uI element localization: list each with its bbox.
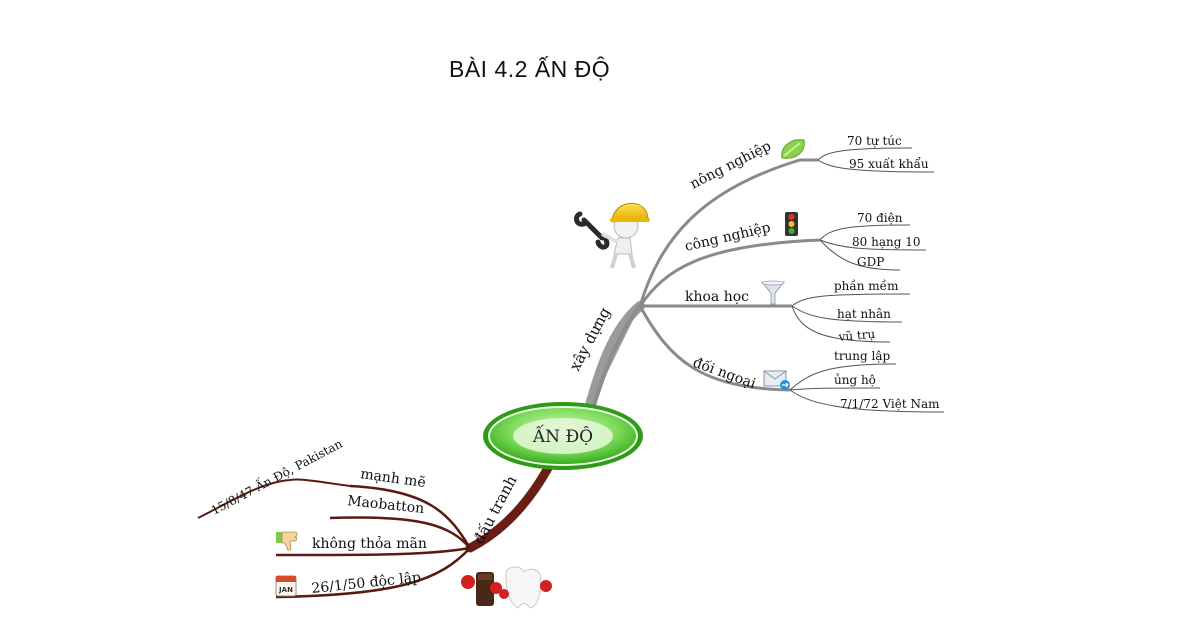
leaf-label: 70 điện xyxy=(857,211,903,225)
branch-dau-tranh-line xyxy=(465,463,553,553)
leaf-label: GDP xyxy=(857,255,884,269)
thumbs-down-icon xyxy=(276,531,298,551)
branch-doi-ngoai-line xyxy=(638,305,791,392)
branch-cong-nghiep-line xyxy=(638,238,821,307)
envelope-icon xyxy=(763,370,790,390)
leaf-label: 15/8/47 Ấn Độ, Pakistan xyxy=(207,434,345,518)
leaf-label: 95 xuất khẩu xyxy=(849,156,929,171)
page-title: BÀI 4.2 ẤN ĐỘ xyxy=(449,56,611,82)
boxing-figures-icon xyxy=(461,566,552,609)
worker-figure-icon xyxy=(574,202,650,269)
branch-doi-ngoai-label: đối ngoại xyxy=(691,354,759,393)
branch-khoa-hoc-label: khoa học xyxy=(685,289,749,305)
leaf-label: hạt nhân xyxy=(837,307,891,321)
leaf-label: vũ trụ xyxy=(837,327,876,344)
leaf-label: 26/1/50 độc lập xyxy=(311,570,422,597)
center-node[interactable]: ẤN ĐỘ xyxy=(483,402,643,470)
leaf-label: phần mềm xyxy=(834,278,899,293)
leaf-label: ủng hộ xyxy=(834,373,876,387)
leaf-label: 7/1/72 Việt Nam xyxy=(840,397,940,411)
branch-nong-nghiep-label: nông nghiệp xyxy=(688,138,774,192)
leaf-label: 80 hạng 10 xyxy=(852,235,920,249)
leaf-label: 70 tự túc xyxy=(847,134,902,148)
leaf-label: trung lập xyxy=(834,349,891,363)
traffic-light-icon xyxy=(785,212,798,236)
funnel-icon xyxy=(760,280,786,305)
calendar-text: JAN xyxy=(278,586,293,594)
branch-nong-nghiep-line xyxy=(638,158,818,307)
calendar-icon: JAN xyxy=(275,575,297,597)
leaf-icon xyxy=(781,139,805,159)
center-label: ẤN ĐỘ xyxy=(532,424,593,447)
leaf-label: không thỏa mãn xyxy=(312,535,427,552)
